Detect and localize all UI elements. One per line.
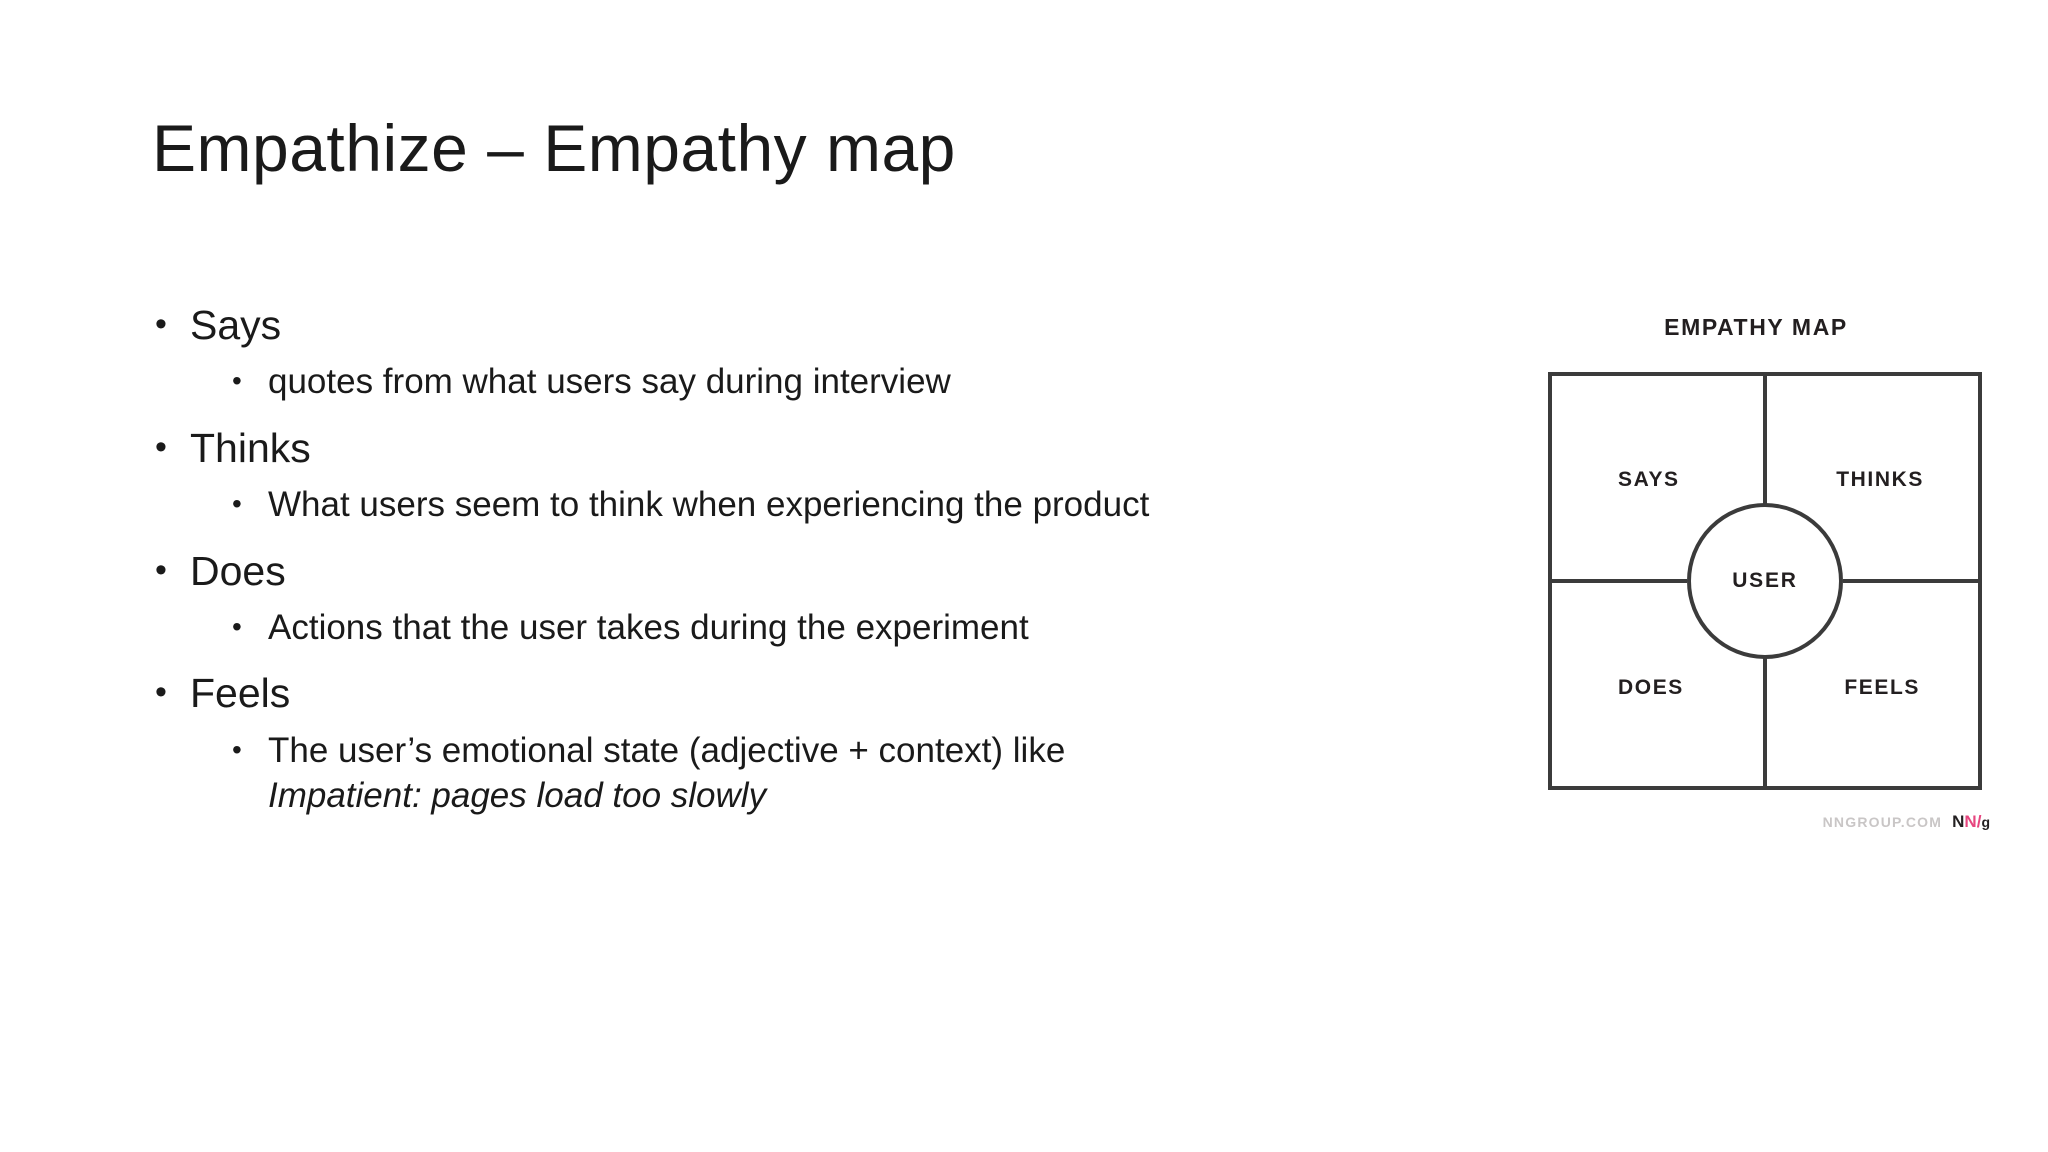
sub-bullet-says: • quotes from what users say during inte…	[150, 359, 1490, 405]
bullet-thinks: • Thinks	[150, 423, 1490, 474]
attribution-url: NNGROUP.COM	[1822, 814, 1943, 830]
sub-bullet-feels: • The user’s emotional state (adjective …	[150, 728, 1490, 819]
divider-vertical-bottom	[1763, 658, 1767, 786]
sub-bullet-feels-text: The user’s emotional state (adjective + …	[268, 730, 1066, 770]
logo-g: g	[1981, 814, 1990, 830]
bullet-marker-icon: •	[155, 673, 167, 712]
bullet-marker-icon: •	[155, 550, 167, 589]
bullet-does: • Does	[150, 546, 1490, 597]
bullet-list: • Says • quotes from what users say duri…	[150, 300, 1490, 837]
quadrant-label-says: SAYS	[1618, 468, 1680, 491]
divider-horizontal-left	[1552, 579, 1687, 583]
sub-bullet-feels-example: Impatient: pages load too slowly	[268, 776, 767, 815]
sub-bullet-marker-icon: •	[232, 488, 242, 519]
quadrant-label-thinks: THINKS	[1836, 468, 1924, 491]
bullet-feels: • Feels	[150, 668, 1490, 719]
logo-slash: /	[1976, 812, 1982, 831]
quadrant-label-feels: FEELS	[1844, 676, 1920, 699]
nng-logo: NN/g	[1952, 812, 1990, 832]
sub-bullet-marker-icon: •	[232, 365, 242, 397]
bullet-says-label: Says	[190, 302, 282, 348]
user-circle: USER	[1687, 503, 1843, 659]
divider-horizontal-right	[1843, 579, 1978, 583]
empathy-map-grid: SAYS THINKS DOES FEELS USER	[1548, 372, 1982, 790]
bullet-marker-icon: •	[155, 427, 167, 466]
sub-bullet-marker-icon: •	[232, 733, 242, 765]
logo-n2: N	[1964, 812, 1977, 831]
sub-bullet-does-text: Actions that the user takes during the e…	[268, 607, 1029, 647]
sub-bullet-thinks: • What users seem to think when experien…	[150, 482, 1490, 528]
figure-attribution: NNGROUP.COM NN/g	[1823, 812, 1990, 832]
bullet-thinks-label: Thinks	[190, 424, 311, 471]
empathy-map-title: EMPATHY MAP	[1664, 314, 1848, 340]
sub-bullet-does: • Actions that the user takes during the…	[150, 605, 1490, 651]
divider-vertical-top	[1763, 376, 1767, 504]
page-title: Empathize – Empathy map	[152, 111, 956, 185]
sub-bullet-says-text: quotes from what users say during interv…	[268, 362, 951, 402]
logo-n1: N	[1952, 812, 1965, 831]
bullet-marker-icon: •	[155, 305, 167, 343]
sub-bullet-marker-icon: •	[232, 610, 242, 642]
bullet-feels-label: Feels	[190, 670, 291, 717]
quadrant-label-does: DOES	[1618, 676, 1684, 699]
sub-bullet-thinks-text: What users seem to think when experienci…	[268, 485, 1150, 524]
bullet-says: • Says	[150, 300, 1490, 351]
user-circle-label: USER	[1732, 569, 1798, 592]
empathy-map-figure: EMPATHY MAP SAYS THINKS DOES FEELS USER …	[1530, 300, 2000, 860]
bullet-does-label: Does	[190, 547, 286, 594]
